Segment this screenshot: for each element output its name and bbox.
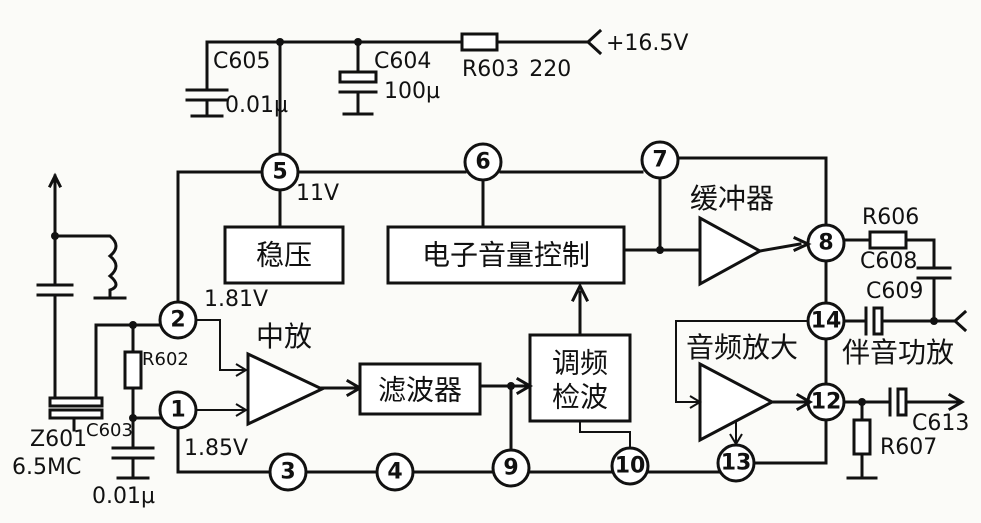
r603-resistor [460, 32, 499, 52]
volume-control-label: 电子音量控制 [422, 239, 590, 272]
buffer-label: 缓冲器 [690, 182, 774, 215]
r606-label: R606 [862, 205, 919, 230]
detector-label-1: 调频 [552, 347, 608, 380]
c605-label: C605 [213, 49, 270, 74]
svg-text:14: 14 [811, 309, 842, 334]
regulator-block [223, 225, 345, 285]
c608-label: C608 [860, 249, 917, 274]
if-amp-label: 中放 [256, 320, 312, 353]
pin-8: 8 [806, 223, 846, 263]
svg-text:2: 2 [170, 308, 185, 333]
pin-13: 13 [716, 443, 756, 483]
svg-text:6: 6 [475, 150, 490, 175]
r606-resistor [868, 230, 908, 250]
r602-resistor [123, 350, 143, 390]
svg-text:13: 13 [721, 451, 752, 476]
svg-text:7: 7 [652, 148, 667, 173]
z601-plate-bottom [48, 408, 104, 420]
svg-text:9: 9 [503, 456, 518, 481]
pin-14: 14 [806, 301, 846, 341]
svg-text:3: 3 [280, 460, 295, 485]
svg-text:5: 5 [272, 160, 287, 185]
c605-value: 0.01µ [225, 93, 288, 118]
pin-7: 7 [640, 140, 680, 180]
svg-text:8: 8 [818, 231, 833, 256]
svg-text:4: 4 [387, 460, 402, 485]
svg-text:1: 1 [170, 398, 185, 423]
filter-label: 滤波器 [378, 374, 462, 407]
c604-value: 100µ [384, 79, 440, 104]
if-amp [246, 351, 326, 427]
pin-6: 6 [463, 142, 503, 182]
coil [98, 234, 118, 300]
pin-5: 5 [260, 152, 300, 192]
z601-plate-top [48, 396, 104, 408]
c609-label: C609 [866, 279, 923, 304]
supply-terminal [585, 28, 603, 56]
supply-voltage: +16.5V [606, 31, 688, 56]
svg-text:10: 10 [615, 454, 646, 479]
pin-3: 3 [268, 452, 308, 492]
r607-label: R607 [880, 435, 937, 460]
pin-9: 9 [491, 448, 531, 488]
regulator-label: 稳压 [256, 239, 312, 272]
r602-label: R602 [142, 349, 189, 370]
c613-label: C613 [912, 411, 969, 436]
c603-label: C603 [86, 420, 133, 441]
pin1-voltage: 1.85V [184, 436, 248, 461]
pin-10: 10 [610, 446, 650, 486]
volume-control-block [386, 225, 626, 285]
pin-4: 4 [375, 452, 415, 492]
c603-value: 0.01µ [92, 484, 155, 509]
z601-freq: 6.5MC [12, 455, 81, 480]
z601-label: Z601 [30, 427, 87, 452]
c604-label: C604 [374, 49, 431, 74]
detector-label-2: 检波 [552, 381, 608, 414]
pin-1: 1 [158, 390, 198, 430]
svg-text:12: 12 [811, 390, 842, 415]
filter-block [358, 362, 482, 416]
c604-plate-top [338, 70, 378, 84]
pin-12: 12 [806, 382, 846, 422]
pin5-voltage: 11V [296, 181, 339, 206]
pin-2: 2 [158, 300, 198, 340]
audio-amp-label: 音频放大 [686, 331, 798, 364]
pin2-voltage: 1.81V [204, 287, 268, 312]
r607-resistor [852, 418, 872, 456]
output-label: 伴音功放 [842, 336, 954, 369]
buffer-amp [698, 215, 764, 287]
